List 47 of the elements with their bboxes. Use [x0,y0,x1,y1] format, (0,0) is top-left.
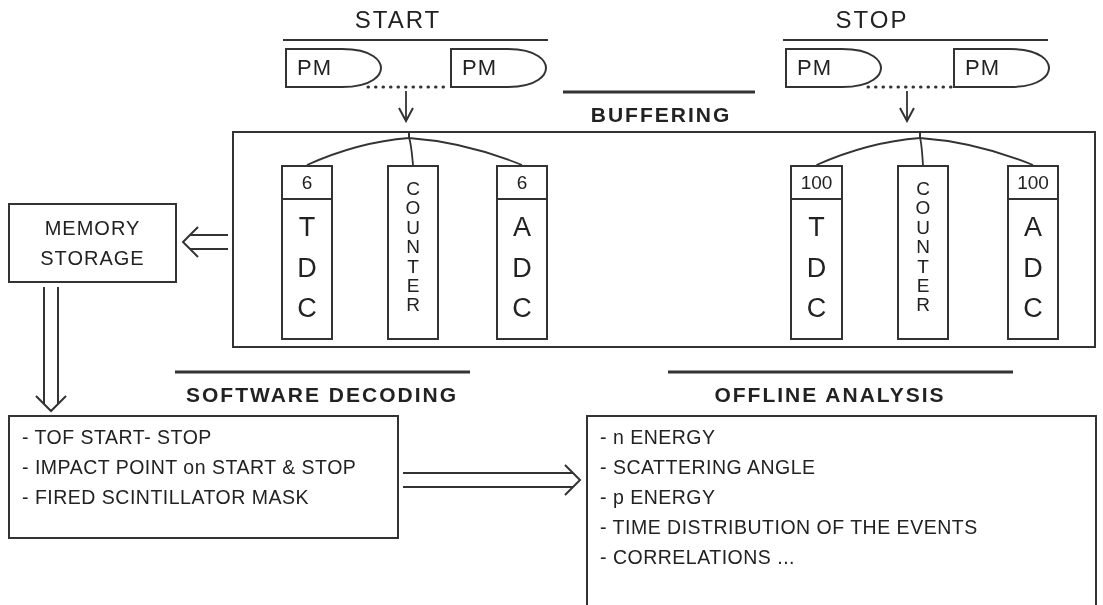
list-item: - FIRED SCINTILLATOR MASK [22,486,309,509]
double-arrow [35,286,67,413]
signal-wire [408,130,523,166]
photomultiplier-shape [953,48,1050,88]
list-item: - TOF START- STOP [22,426,212,449]
channel-count: 100 [1009,167,1057,200]
dotted-line [866,85,955,89]
photomultiplier-shape [450,48,547,88]
module-box [281,165,333,340]
module-label: COUNTER [914,179,932,315]
module-box [496,165,548,340]
module-label: COUNTER [404,179,422,315]
list-item: - TIME DISTRIBUTION OF THE EVENTS [600,516,978,539]
list-item: - n ENERGY [600,426,716,449]
section-heading: SOFTWARE DECODING [186,383,458,407]
photomultiplier-shape [285,48,382,88]
module-label: TDC [296,211,318,325]
module-box [897,165,949,340]
photomultiplier-shape [785,48,882,88]
photomultiplier-label: PM [462,55,497,81]
section-heading: OFFLINE ANALYSIS [714,383,946,407]
photomultiplier-label: PM [965,55,1000,81]
photomultiplier-label: PM [297,55,332,81]
list-item: - p ENERGY [600,486,716,509]
module-label: ADC [1022,211,1044,325]
photomultiplier-label: PM [797,55,832,81]
double-arrow [181,226,229,258]
list-item: - SCATTERING ANGLE [600,456,816,479]
module-box [790,165,843,340]
process-label: MEMORY STORAGE [39,216,146,271]
module-box [387,165,439,340]
channel-count: 6 [498,167,546,200]
double-arrow [402,464,582,496]
module-box [1007,165,1059,340]
arrow [398,90,414,122]
channel-count: 6 [283,167,331,200]
arrow [899,90,915,122]
detector-label: STOP [835,6,909,34]
module-label: ADC [511,211,533,325]
module-label: TDC [805,211,828,325]
list-item: - CORRELATIONS ... [600,546,795,569]
process-box [8,203,177,283]
signal-wire [919,130,1034,166]
list-item: - IMPACT POINT on START & STOP [22,456,357,479]
section-heading: BUFFERING [590,103,732,127]
channel-count: 100 [792,167,841,200]
detector-label: START [354,6,442,34]
